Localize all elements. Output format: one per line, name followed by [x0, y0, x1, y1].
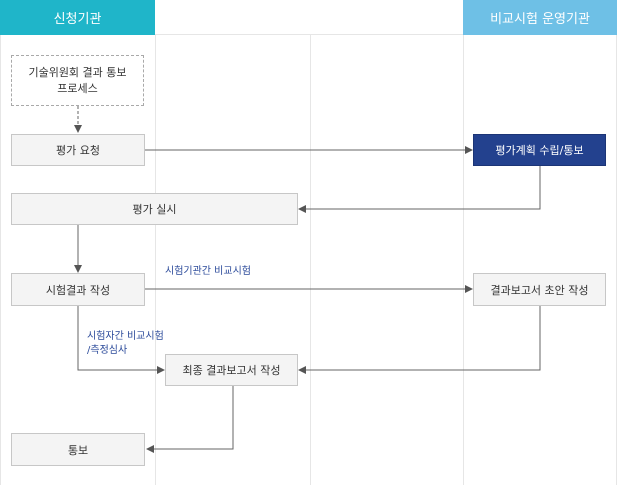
intra-lab-comparison-label: 시험자간 비교시험 /측정심사 — [87, 331, 164, 356]
notice-box: 통보 — [11, 433, 145, 466]
final-report-box: 최종 결과보고서 작성 — [165, 354, 298, 386]
arrow-draft-to-final — [298, 306, 541, 374]
eval-request-box: 평가 요청 — [11, 134, 145, 166]
lane-divider — [0, 0, 155, 485]
header-empty — [155, 0, 310, 35]
arrow-result-to-final — [77, 306, 165, 374]
operator-lane-header: 비교시험 운영기관 — [463, 0, 617, 35]
applicant-lane-header: 신청기관 — [0, 0, 155, 35]
eval-plan-box: 평가계획 수립/통보 — [473, 134, 606, 166]
arrow-plan-to-conduct — [298, 166, 541, 213]
arrow-final-to-notice — [146, 386, 234, 453]
test-result-box: 시험결과 작성 — [11, 273, 145, 306]
committee-result-process-box: 기술위원회 결과 통보 프로세스 — [11, 55, 144, 106]
eval-conduct-box: 평가 실시 — [11, 193, 298, 225]
lane-divider — [155, 0, 310, 485]
draft-report-box: 결과보고서 초안 작성 — [473, 273, 606, 306]
header-empty — [310, 0, 463, 35]
lane-divider — [310, 0, 463, 485]
inter-lab-comparison-label: 시험기관간 비교시험 — [165, 266, 251, 277]
